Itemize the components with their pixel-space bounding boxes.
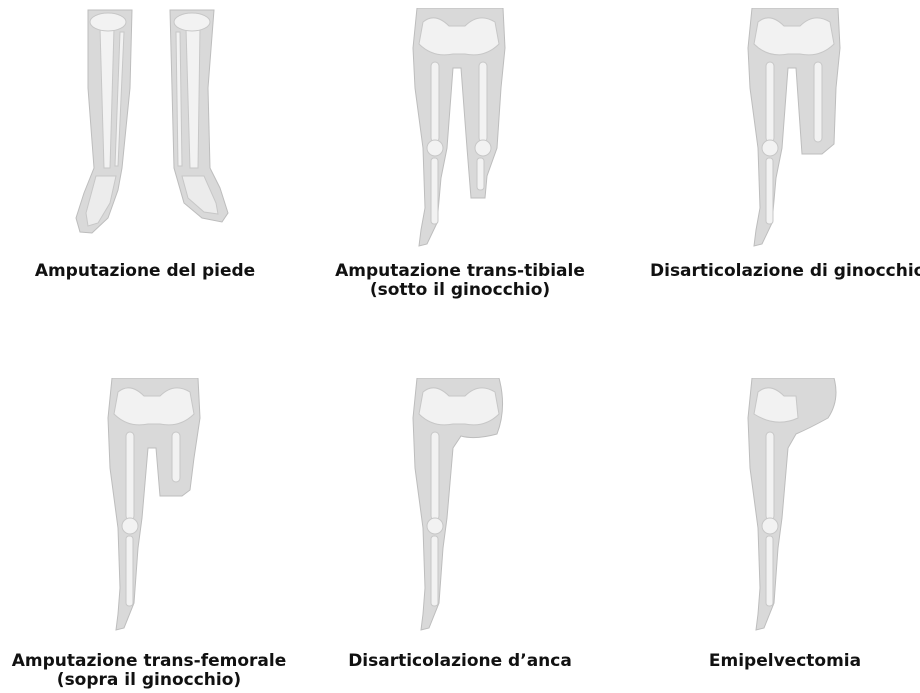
left-tibia	[431, 158, 438, 224]
left-knee	[427, 518, 443, 534]
right-tibia-stump	[477, 158, 484, 190]
figure-hip-disarticulation	[405, 378, 515, 636]
hemipelvectomy-illustration	[740, 378, 850, 636]
figure-hemipelvectomy	[740, 378, 850, 636]
knee-disarticulation-illustration	[740, 8, 850, 250]
caption-trans-tibial: Amputazione trans-tibiale (sotto il gino…	[320, 262, 600, 300]
right-femur	[479, 62, 487, 142]
caption-hemipelvectomy: Emipelvectomia	[680, 652, 890, 671]
left-knee	[427, 140, 443, 156]
caption-line-1: Amputazione trans-tibiale	[320, 262, 600, 281]
left-femur	[766, 432, 774, 520]
right-knee	[174, 13, 210, 31]
left-femur	[431, 432, 439, 520]
caption-knee-disarticulation: Disarticolazione di ginocchio	[650, 262, 918, 281]
left-knee	[762, 518, 778, 534]
left-knee	[122, 518, 138, 534]
left-tibia	[766, 158, 773, 224]
figure-trans-tibial	[405, 8, 515, 250]
left-tibia	[126, 536, 133, 606]
caption-foot-amputation: Amputazione del piede	[20, 262, 270, 281]
figure-trans-femoral	[100, 378, 210, 636]
left-femur	[431, 62, 439, 142]
foot-amputation-illustration	[70, 8, 240, 240]
caption-line-1: Amputazione trans-femorale	[4, 652, 294, 671]
left-femur	[766, 62, 774, 142]
left-femur	[126, 432, 134, 520]
left-tibia	[766, 536, 773, 606]
caption-line-2: (sopra il ginocchio)	[4, 671, 294, 690]
caption-line-2: (sotto il ginocchio)	[320, 281, 600, 300]
hip-disarticulation-illustration	[405, 378, 515, 636]
trans-tibial-illustration	[405, 8, 515, 250]
figure-foot-amputation	[70, 8, 240, 240]
figure-knee-disarticulation	[740, 8, 850, 250]
left-knee	[90, 13, 126, 31]
right-femur	[814, 62, 822, 142]
caption-line-1: Emipelvectomia	[680, 652, 890, 671]
left-tibia	[431, 536, 438, 606]
left-knee	[762, 140, 778, 156]
trans-femoral-illustration	[100, 378, 210, 636]
caption-line-1: Disarticolazione d’anca	[320, 652, 600, 671]
caption-line-1: Disarticolazione di ginocchio	[650, 262, 918, 281]
caption-line-1: Amputazione del piede	[20, 262, 270, 281]
right-knee	[475, 140, 491, 156]
right-femur-stump	[172, 432, 180, 482]
caption-hip-disarticulation: Disarticolazione d’anca	[320, 652, 600, 671]
caption-trans-femoral: Amputazione trans-femorale (sopra il gin…	[4, 652, 294, 690]
